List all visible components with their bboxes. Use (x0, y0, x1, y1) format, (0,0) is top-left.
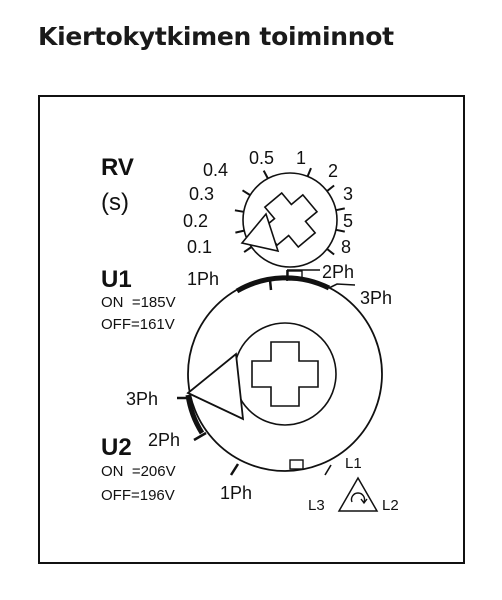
rv-tick-mark-0.4 (241, 189, 251, 196)
main-rotary-knob[interactable] (186, 270, 383, 472)
u2-on-value: ON =206V (101, 463, 176, 480)
u1-3ph-label: 3Ph (360, 288, 392, 308)
rv-tick-mark-0.1 (243, 246, 253, 253)
rv-tick-label-0.4: 0.4 (203, 160, 228, 180)
rv-tick-label-0.1: 0.1 (187, 237, 212, 257)
bottom-notch (289, 459, 304, 470)
rv-tick-mark-0.3 (234, 209, 244, 213)
u2-3ph-label: 3Ph (126, 389, 158, 409)
rv-tick-mark-8 (326, 248, 335, 256)
rv-knob-pointer-icon (240, 212, 280, 253)
rv-unit: (s) (101, 189, 129, 216)
u1-3ph-leader (328, 283, 356, 289)
u2-off-value: OFF=196V (101, 487, 175, 504)
rv-tick-label-1: 1 (296, 148, 306, 168)
rv-tick-label-5: 5 (343, 211, 353, 231)
u2-label: U2 (101, 434, 132, 461)
rv-knob[interactable] (240, 172, 338, 268)
u1-2ph-label: 2Ph (322, 262, 354, 282)
u1-1ph-tick (268, 279, 273, 291)
rv-tick-mark-0.2 (235, 229, 245, 234)
u2-1ph-tick (229, 463, 240, 476)
rv-tick-mark-3 (335, 207, 346, 212)
sequence-l2-label: L2 (382, 497, 399, 514)
u2-1ph-label: 1Ph (220, 483, 252, 503)
u2-2ph-label: 2Ph (148, 430, 180, 450)
rv-tick-label-3: 3 (343, 184, 353, 204)
page-title: Kiertokytkimen toiminnot (38, 22, 394, 51)
diagram-frame (38, 95, 465, 564)
sequence-tick (324, 464, 332, 476)
u1-label: U1 (101, 266, 132, 293)
main-knob-slot-icon (251, 341, 319, 407)
u1-range-arc (235, 275, 331, 294)
rv-label: RV (101, 154, 134, 181)
rv-scale-ticks (234, 167, 346, 256)
rv-tick-label-0.3: 0.3 (189, 184, 214, 204)
rv-tick-label-2: 2 (328, 161, 338, 181)
rv-tick-mark-5 (335, 228, 346, 233)
u2-range-arc (185, 394, 205, 435)
rv-tick-mark-1 (306, 167, 312, 177)
rv-tick-mark-0.5 (262, 170, 269, 179)
u1-1ph-label: 1Ph (187, 269, 219, 289)
rv-tick-label-0.2: 0.2 (183, 211, 208, 231)
rv-tick-mark-2 (326, 184, 335, 192)
u1-on-value: ON =185V (101, 294, 176, 311)
phase-rotation-icon (337, 476, 379, 512)
main-knob-pointer-icon (186, 352, 245, 421)
u1-off-value: OFF=161V (101, 316, 175, 333)
sequence-l1-label: L1 (345, 455, 362, 472)
sequence-l3-label: L3 (308, 497, 325, 514)
rv-tick-label-8: 8 (341, 237, 351, 257)
rv-tick-label-0.5: 0.5 (249, 148, 274, 168)
u2-2ph-tick (193, 431, 207, 442)
